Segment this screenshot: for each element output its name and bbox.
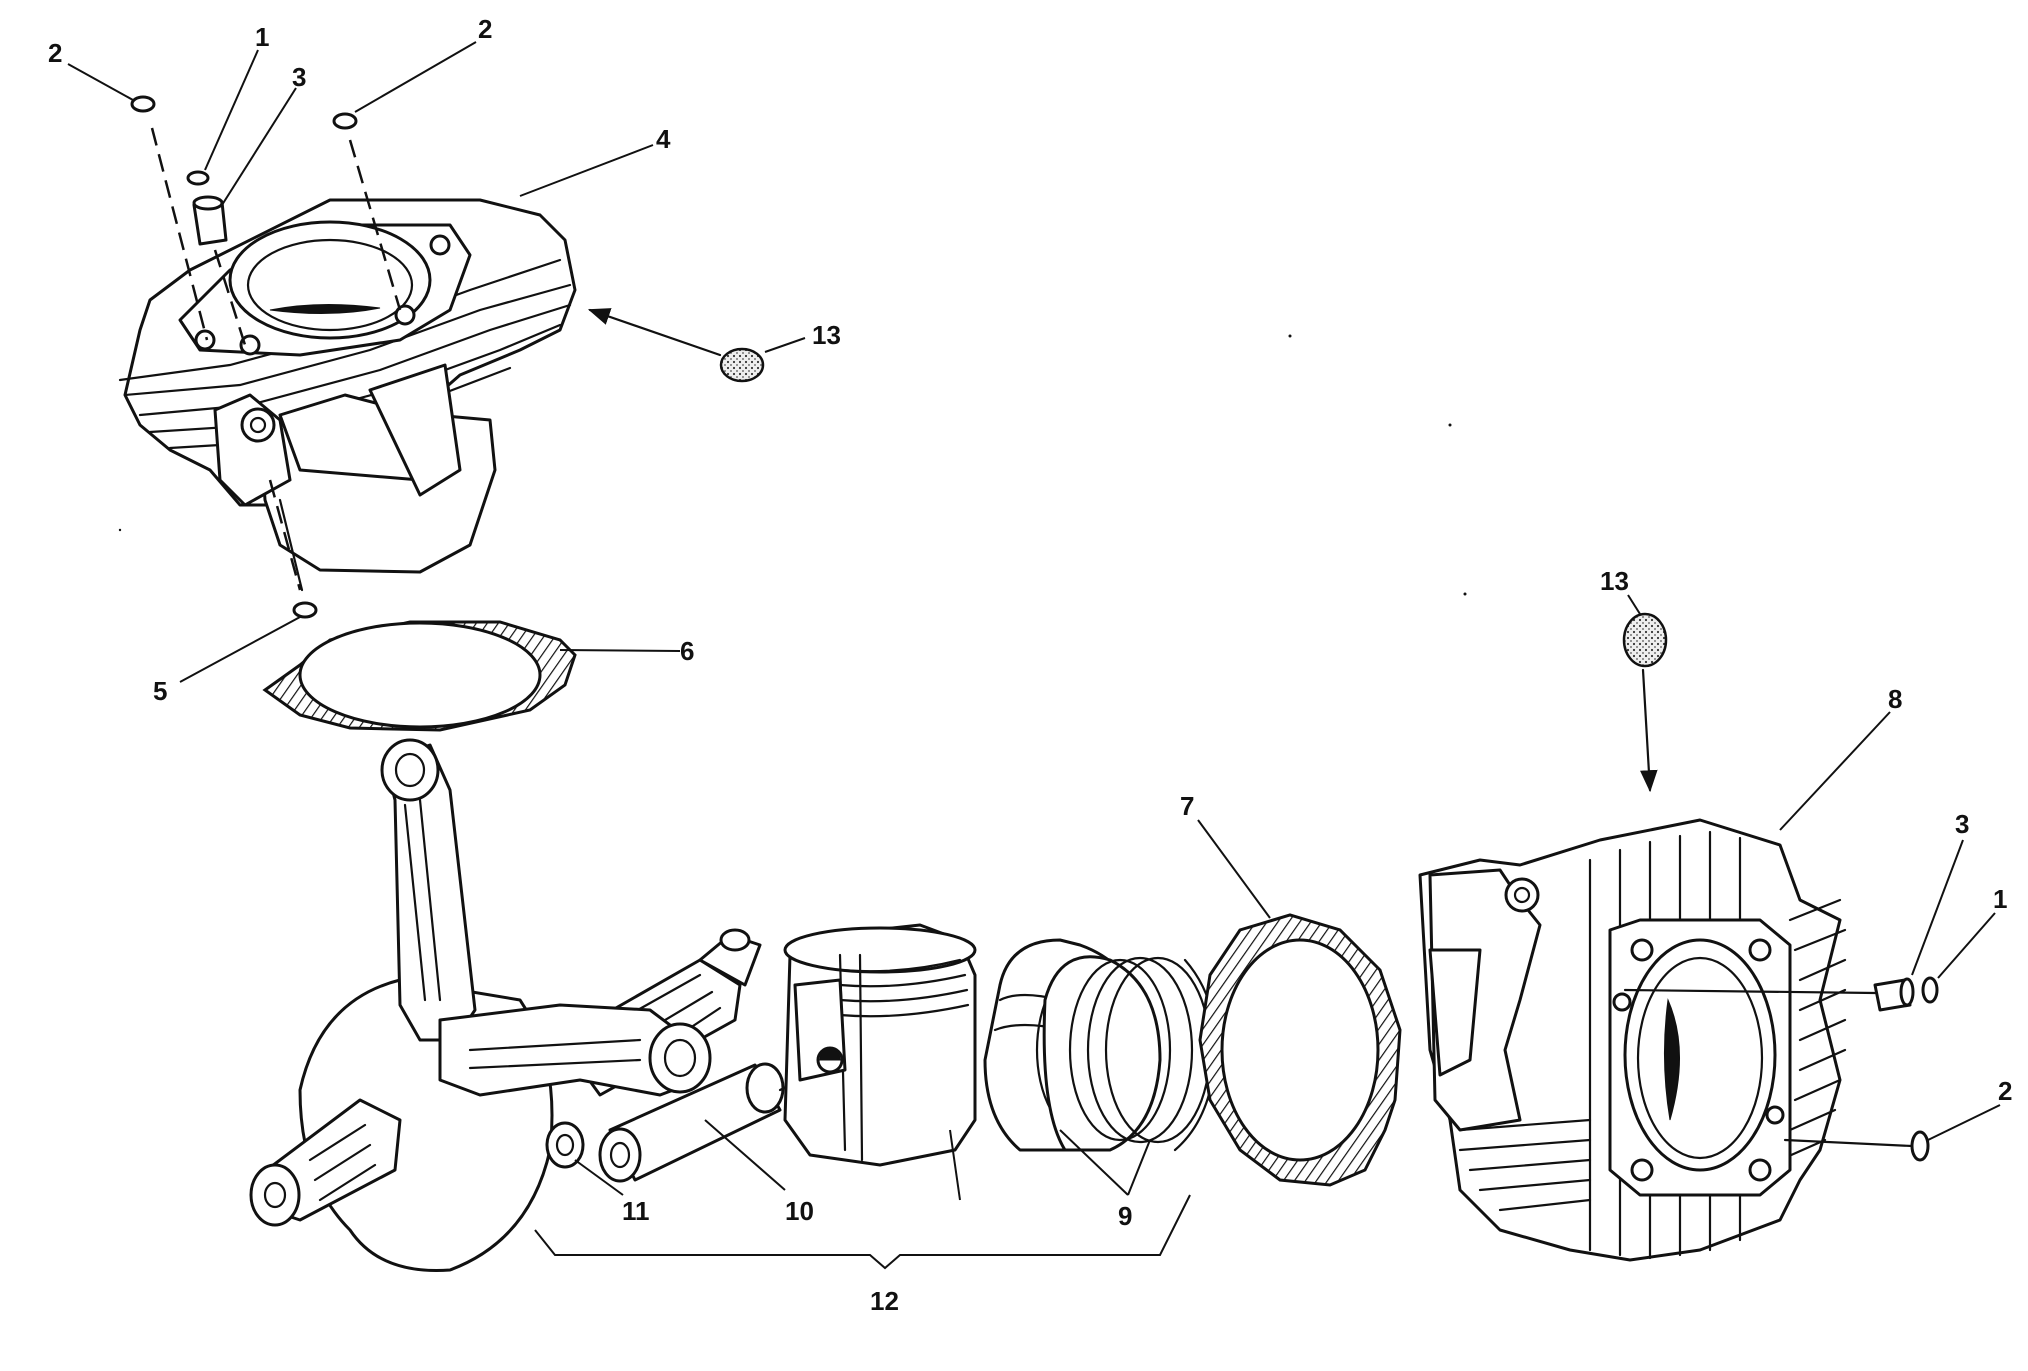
callout-1-top: 1 [255, 22, 269, 52]
callout-3-top: 3 [292, 62, 306, 92]
callout-4: 4 [656, 124, 671, 154]
o-ring-2-right [332, 112, 358, 130]
callout-2-right: 2 [1998, 1076, 2012, 1106]
o-ring-1 [186, 170, 210, 186]
callout-9: 9 [1118, 1201, 1132, 1231]
o-ring-2 [130, 95, 156, 113]
callout-2-top-right: 2 [478, 14, 492, 44]
callout-labels: 2 1 3 2 4 13 5 6 13 8 7 3 1 2 11 10 9 12 [48, 14, 2012, 1316]
gasket-6 [262, 620, 577, 732]
callout-8: 8 [1888, 684, 1902, 714]
piston-pin-10 [598, 1062, 822, 1183]
gasket-7 [1198, 913, 1402, 1187]
o-ring-2-right [1910, 1130, 1930, 1162]
front-cylinder-fasteners [1623, 976, 1939, 1162]
crankshaft-assembly [249, 738, 762, 1272]
o-ring-1-right [1921, 976, 1939, 1004]
callout-11: 11 [622, 1196, 650, 1226]
callout-6: 6 [680, 636, 694, 666]
callout-7: 7 [1180, 791, 1194, 821]
callout-1-right: 1 [1993, 884, 2007, 914]
piston-rings-9 [983, 938, 1217, 1152]
scan-specks [118, 334, 1467, 596]
callout-13-left: 13 [812, 320, 841, 350]
dowel-3-right [1873, 977, 1915, 1012]
piston [783, 923, 977, 1167]
callout-3-right: 3 [1955, 809, 1969, 839]
dowel-3 [192, 195, 228, 246]
plug-13-left [587, 308, 765, 383]
leader-lines [67, 41, 2001, 1270]
callout-12: 12 [870, 1286, 899, 1316]
circlip-11 [545, 1121, 585, 1169]
callout-13-right: 13 [1600, 566, 1629, 596]
callout-10: 10 [785, 1196, 814, 1226]
plug-13-right [1622, 612, 1668, 793]
rear-cylinder [118, 198, 577, 574]
front-cylinder [1418, 818, 1847, 1262]
callout-5: 5 [153, 676, 167, 706]
callout-2-top-left: 2 [48, 38, 62, 68]
rear-cylinder-fasteners [130, 95, 402, 619]
o-ring-5 [292, 601, 318, 619]
